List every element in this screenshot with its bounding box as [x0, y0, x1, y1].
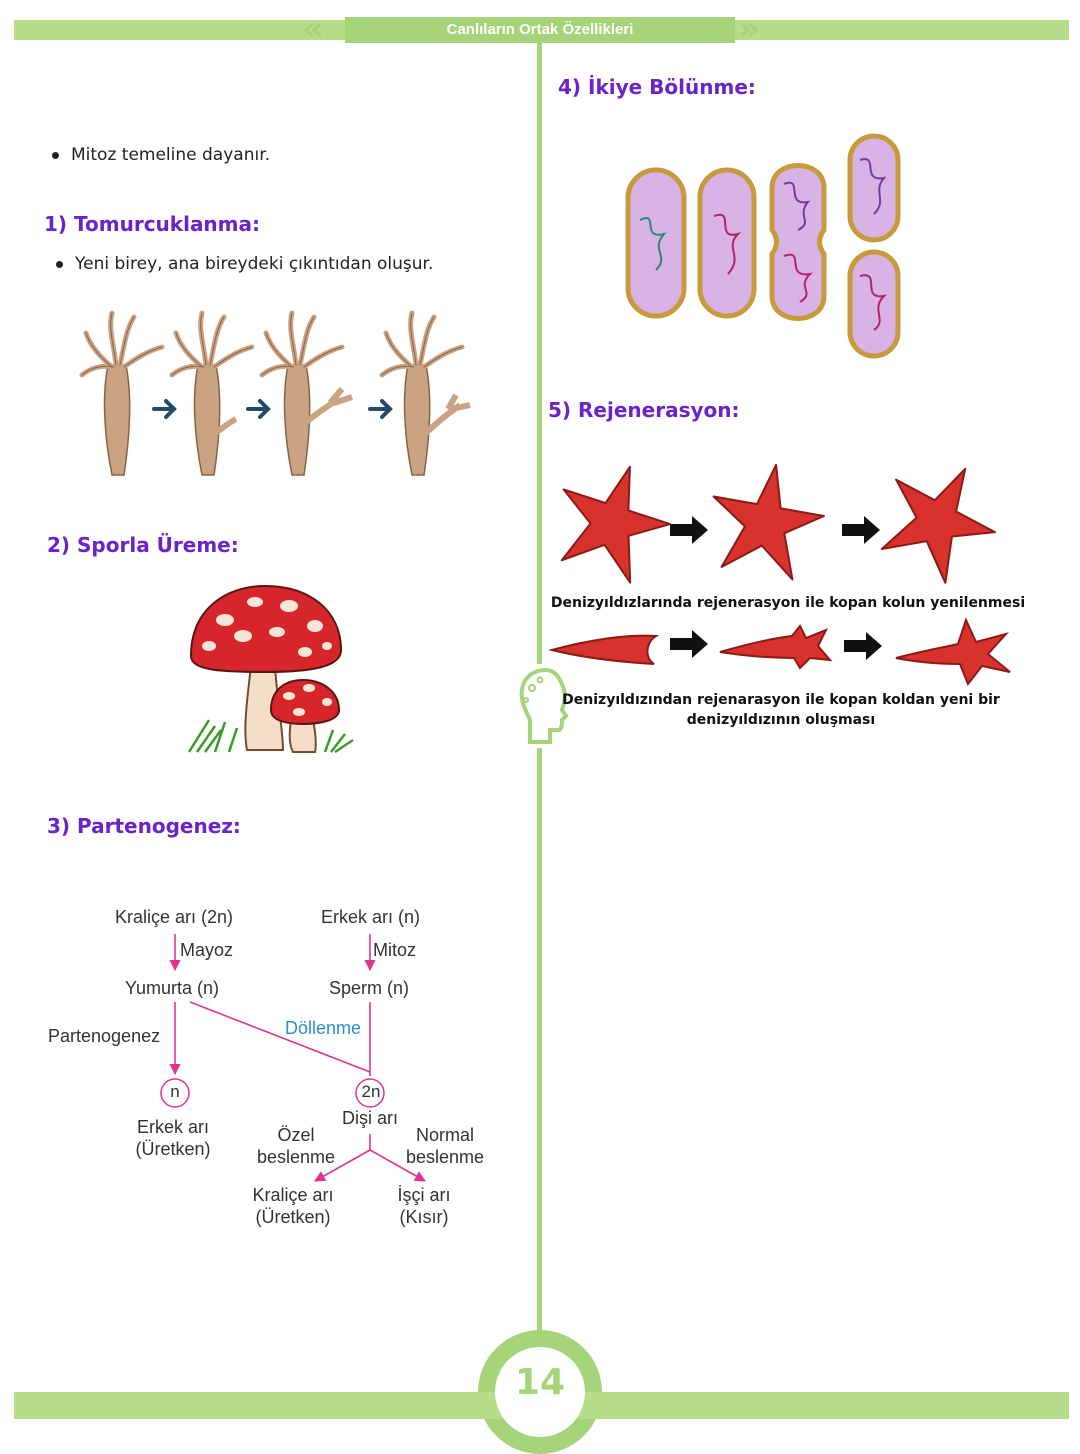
- worker-result-line1: İşçi arı: [397, 1185, 451, 1205]
- arrow-right-icon: [152, 399, 177, 419]
- queen-result-line2: (Üretken): [255, 1207, 331, 1227]
- caption-new-starfish-line1: Denizyıldızından rejenarasyon ile kopan …: [562, 692, 1000, 708]
- header-title: Canlıların Ortak Özellikleri: [345, 17, 735, 43]
- arrow-right-icon: [368, 399, 393, 419]
- budding-bullet: Yeni birey, ana bireydeki çıkıntıdan olu…: [56, 254, 433, 274]
- 2n-label: 2n: [361, 1082, 381, 1101]
- partenogenesis-diagram: [160, 934, 426, 1182]
- head-logo-icon: [519, 664, 569, 748]
- normal-feeding-line1: Normal: [415, 1125, 474, 1145]
- mushroom-illustration: [187, 584, 354, 754]
- arrow-right-icon: [246, 399, 271, 419]
- arrow-right-icon: [670, 630, 708, 658]
- male-result-line2: (Üretken): [135, 1139, 211, 1159]
- meiosis-label: Mayoz: [180, 940, 234, 960]
- section-5-title: 5) Rejenerasyon:: [548, 398, 740, 422]
- section-1-title: 1) Tomurcuklanma:: [44, 212, 261, 236]
- queen-result-line1: Kraliçe arı: [252, 1185, 334, 1205]
- queen-bee-label: Kraliçe arı (2n): [115, 907, 234, 927]
- special-feeding-line1: Özel: [277, 1125, 315, 1145]
- parthenogenesis-label: Partenogenez: [48, 1026, 161, 1046]
- male-result-line1: Erkek arı: [136, 1117, 210, 1137]
- female-bee-label: Dişi arı: [342, 1108, 399, 1128]
- worker-result-label: İşçi arı (Kısır): [376, 1184, 472, 1228]
- normal-feeding-line2: beslenme: [405, 1147, 485, 1167]
- chevron-left-icon: «: [302, 9, 324, 49]
- special-feeding-line2: beslenme: [256, 1147, 336, 1167]
- caption-arm-regeneration: Denizyıldızlarında rejenerasyon ile kopa…: [550, 595, 1026, 611]
- section-3-title: 3) Partenogenez:: [47, 814, 241, 838]
- starfish-regeneration-row-2: [548, 617, 1011, 686]
- hydra-budding-illustration: [72, 305, 471, 485]
- n-label: n: [170, 1082, 180, 1101]
- mitosis-label: Mitoz: [373, 940, 417, 960]
- section-4-title: 4) İkiye Bölünme:: [558, 75, 756, 99]
- section-2-title: 2) Sporla Üreme:: [47, 533, 239, 557]
- arrow-right-icon: [842, 516, 880, 544]
- male-result-label: Erkek arı (Üretken): [116, 1116, 230, 1160]
- starfish-regeneration-row-1: [556, 462, 1006, 586]
- arrow-right-icon: [670, 516, 708, 544]
- budding-bullet-text: Yeni birey, ana bireydeki çıkıntıdan olu…: [75, 254, 434, 274]
- queen-result-label: Kraliçe arı (Üretken): [240, 1184, 346, 1228]
- male-bee-label: Erkek arı (n): [321, 907, 421, 927]
- egg-label: Yumurta (n): [125, 978, 220, 998]
- normal-feeding-label: Normal beslenme: [395, 1124, 495, 1168]
- page-number: 14: [514, 1362, 566, 1403]
- sperm-label: Sperm (n): [329, 978, 410, 998]
- intro-bullet-text: Mitoz temeline dayanır.: [71, 145, 271, 165]
- binary-fission-illustration: [625, 133, 901, 359]
- n-circle: [160, 1078, 190, 1108]
- special-feeding-label: Özel beslenme: [246, 1124, 346, 1168]
- caption-new-starfish: Denizyıldızından rejenarasyon ile kopan …: [556, 690, 1006, 730]
- 2n-circle: [355, 1078, 385, 1108]
- intro-bullet: Mitoz temeline dayanır.: [52, 145, 270, 165]
- worker-result-line2: (Kısır): [399, 1207, 449, 1227]
- chevron-right-icon: »: [738, 9, 760, 49]
- arrow-right-icon: [844, 632, 882, 660]
- caption-new-starfish-line2: denizyıldızının oluşması: [686, 712, 876, 728]
- fertilization-label: Döllenme: [285, 1018, 362, 1038]
